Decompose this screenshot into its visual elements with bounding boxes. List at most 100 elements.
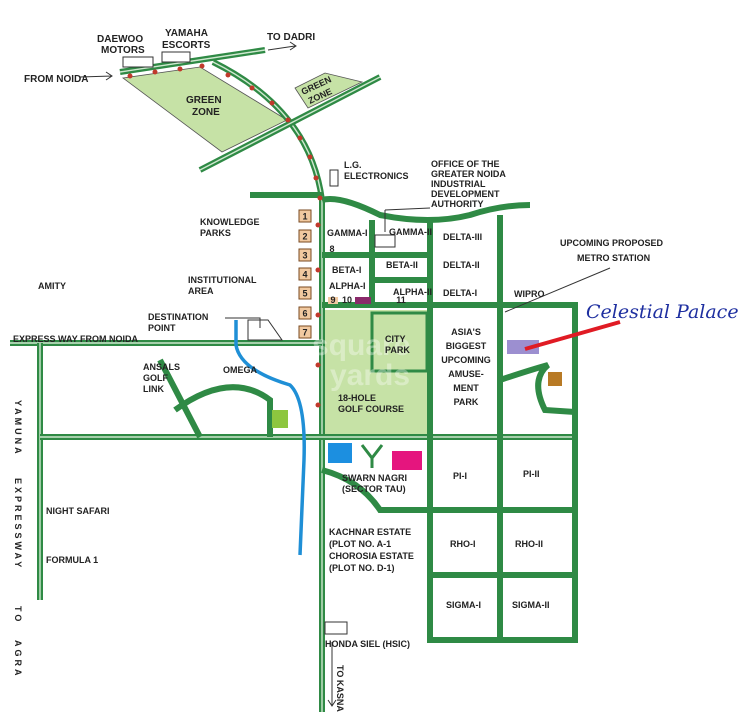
knowledge-park-box: [298, 229, 312, 243]
destination-point-label: POINT: [148, 323, 176, 333]
golf-course-label: 18-HOLE: [338, 393, 376, 403]
gnida-label: GREATER NOIDA: [431, 169, 506, 179]
gnida-leader: [384, 207, 431, 232]
institutional-area-label: INSTITUTIONAL: [188, 275, 257, 285]
metro-station-label: UPCOMING PROPOSED: [560, 238, 664, 248]
sector-beta-2[interactable]: BETA-II: [386, 260, 418, 270]
daewoo-building: [122, 56, 154, 68]
daewoo-label: DAEWOO: [97, 34, 143, 45]
kachnar-label: (PLOT NO. A-1: [329, 539, 391, 549]
kachnar-label: CHOROSIA ESTATE: [329, 551, 414, 561]
gnida-label: AUTHORITY: [431, 199, 484, 209]
yamaha-label: ESCORTS: [162, 40, 211, 51]
knowledge-park-number: 3: [302, 251, 307, 261]
sector-delta-3[interactable]: DELTA-III: [443, 232, 482, 242]
metro-station-label: METRO STATION: [577, 253, 650, 263]
sector-sigma-1[interactable]: SIGMA-I: [446, 600, 481, 610]
route-markers: [127, 63, 323, 408]
amusement-park-label: AMUSE-: [448, 369, 484, 379]
yamaha-building: [161, 51, 191, 63]
institutional-area-label: AREA: [188, 286, 214, 296]
watermark: yards: [330, 359, 410, 392]
knowledge-park-box: [298, 248, 312, 262]
green-zone-small: [294, 72, 364, 109]
project-name[interactable]: Celestial Palace: [586, 301, 739, 323]
lg-label: L.G.: [344, 160, 362, 170]
wipro-label: WIPRO: [514, 289, 545, 299]
river: [234, 320, 306, 556]
knowledge-parks-label: KNOWLEDGE: [200, 217, 260, 227]
knowledge-park-box: [298, 306, 312, 320]
gnida-label: DEVELOPMENT: [431, 189, 500, 199]
amity-label: AMITY: [38, 281, 66, 291]
knowledge-parks-label: PARKS: [200, 228, 231, 238]
amusement-park-label: MENT: [453, 383, 479, 393]
knowledge-park-number: 5: [302, 289, 307, 299]
knowledge-park-box: [298, 325, 312, 339]
amusement-park-label: ASIA'S BIGGEST UPCOMING AMUSE- MENT PARK: [441, 327, 491, 407]
ansals-label: GOLF: [143, 373, 168, 383]
sector-alpha-2[interactable]: ALPHA-II: [393, 287, 432, 297]
sector-rho-1[interactable]: RHO-I: [450, 539, 476, 549]
road-network: [10, 47, 578, 712]
sector-rho-2[interactable]: RHO-II: [515, 539, 543, 549]
knowledge-park-number: 7: [302, 328, 307, 338]
sector-delta-2[interactable]: DELTA-II: [443, 260, 480, 270]
blue-plot: [328, 443, 352, 463]
green-zone-label: GREEN: [186, 95, 222, 106]
sector-delta-1[interactable]: DELTA-I: [443, 288, 477, 298]
brown-plot: [548, 372, 562, 386]
sector-beta-1[interactable]: BETA-I: [332, 265, 361, 275]
sector-gamma-2[interactable]: GAMMA-II: [389, 227, 432, 237]
knowledge-park-box: [298, 267, 312, 281]
watermark: square: [312, 329, 410, 362]
plot-9-label: 9: [330, 295, 335, 305]
knowledge-park-number: 1: [302, 212, 307, 222]
gnida-label: OFFICE OF THE: [431, 159, 500, 169]
sector-pi-1[interactable]: PI-I: [453, 471, 467, 481]
sector-pi-2[interactable]: PI-II: [523, 469, 540, 479]
daewoo-label: MOTORS: [101, 45, 145, 56]
destination-leader: [225, 317, 261, 328]
omega-label: OMEGA: [223, 365, 258, 375]
ansals-label: LINK: [143, 384, 164, 394]
knowledge-park-box: [298, 209, 312, 223]
ansals-label: ANSALS: [143, 362, 180, 372]
from-noida-label: FROM NOIDA: [24, 74, 88, 85]
pink-plot: [392, 451, 422, 470]
amusement-park-label: BIGGEST: [446, 341, 487, 351]
lime-plot: [272, 410, 288, 428]
yamuna-expressway-label: EXPRESSWAY: [13, 478, 23, 570]
to-dadri-label: TO DADRI: [267, 32, 315, 43]
sector-sigma-2[interactable]: SIGMA-II: [512, 600, 550, 610]
swarn-nagri-label: SWARN NAGRI: [342, 473, 407, 483]
city-park-label: CITY: [385, 334, 406, 344]
amusement-park-label: ASIA'S: [451, 327, 481, 337]
highlight-arrow: [524, 320, 621, 351]
yamuna-expressway-label: AGRA: [13, 640, 23, 679]
to-dadri-arrow: [267, 41, 297, 51]
golf-course-label: GOLF COURSE: [338, 404, 404, 414]
plot-10-label: 10: [342, 295, 352, 305]
city-park-area: [370, 311, 429, 373]
swarn-nagri-label: (SECTOR TAU): [342, 484, 406, 494]
amusement-park-label: UPCOMING: [441, 355, 491, 365]
yamuna-expressway-label: YAMUNA: [13, 400, 23, 457]
sector-gamma-1[interactable]: GAMMA-I: [327, 228, 368, 238]
metro-leader: [504, 267, 611, 313]
honda-label: HONDA SIEL (HSIC): [325, 639, 410, 649]
sector-alpha-1[interactable]: ALPHA-I: [329, 281, 366, 291]
city-park-label: PARK: [385, 345, 410, 355]
kachnar-label: KACHNAR ESTATE: [329, 527, 411, 537]
yamaha-label: YAMAHA: [165, 28, 208, 39]
green-zone-label: ZONE: [192, 107, 220, 118]
lg-building: [329, 169, 339, 187]
destination-point-building: [247, 319, 283, 341]
celestial-palace-plot[interactable]: [507, 340, 539, 354]
knowledge-park-box: [298, 286, 312, 300]
amusement-park-label: PARK: [454, 397, 479, 407]
expressway-label: EXPRESS WAY FROM NOIDA: [13, 334, 139, 344]
night-safari-label: NIGHT SAFARI: [46, 506, 110, 516]
